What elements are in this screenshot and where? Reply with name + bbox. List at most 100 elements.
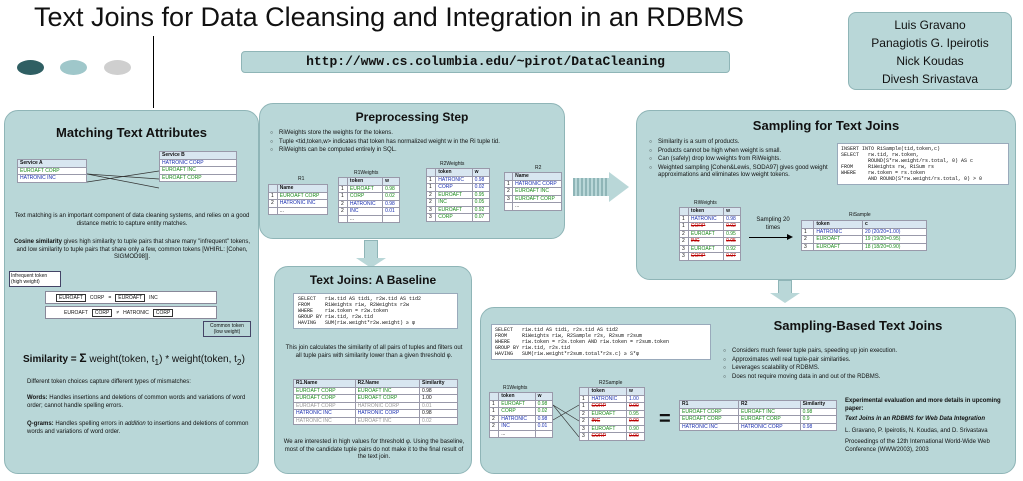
- cell: 0.95: [626, 409, 645, 418]
- token: EUROAFT: [64, 309, 88, 316]
- cell: 0.9: [799, 415, 838, 424]
- cell: EUROAFT: [813, 242, 863, 251]
- sql-line: HAVING SUM(r1w.weight*r2w.weight) ≥ φ: [298, 320, 416, 326]
- cell: 0.95: [723, 229, 741, 238]
- paper-venue: Proceedings of the 12th International Wo…: [845, 439, 990, 453]
- cell: INC: [687, 237, 725, 246]
- cell: 0.98: [799, 422, 838, 431]
- join-lines: [553, 404, 579, 438]
- cell: 0.90: [626, 424, 645, 433]
- qgrams-text: Q-grams: Handles spelling errors in addi…: [27, 421, 252, 436]
- cell: 0.98: [382, 199, 400, 208]
- sampling-arrow-label: Sampling 20 times: [756, 217, 790, 231]
- cell: 0.02: [471, 183, 491, 192]
- author: Nick Koudas: [896, 54, 964, 68]
- cell: HATRONIC INC: [678, 422, 740, 431]
- col-header: R2: [738, 400, 801, 409]
- cell: EUROAFT: [435, 205, 473, 214]
- author: Luis Gravano: [894, 18, 966, 32]
- sql-line: SELECT rw.tid, rw.token,: [841, 152, 920, 158]
- r2-label: R2: [535, 165, 542, 171]
- cell: EUROAFT: [588, 409, 627, 418]
- exp-heading: Experimental evaluation and more details…: [845, 398, 1001, 412]
- infrequent-callout: Infrequent token (high weight): [9, 271, 61, 287]
- panel-title: Preprocessing Step: [355, 110, 469, 124]
- authors-box: Luis Gravano Panagiotis G. Ipeirotis Nic…: [848, 12, 1012, 90]
- cell: 0.01: [418, 401, 459, 410]
- cell: HATRONIC: [435, 175, 473, 184]
- baseline-note: We are interested in high values for thr…: [283, 439, 465, 460]
- cell: 0.98: [382, 184, 400, 193]
- panel-title: Text Joins: A Baseline: [309, 273, 437, 287]
- matching-lines: [87, 170, 159, 189]
- sql-line: FROM R1Weights r1w, R2Sample r2s, R2sum …: [495, 333, 643, 339]
- col-header: token: [346, 177, 384, 186]
- desc: to insertions and deletions of common wo…: [27, 421, 249, 435]
- token: INC: [149, 294, 158, 301]
- cell: CORP: [588, 432, 627, 441]
- col-header: token: [687, 207, 725, 216]
- cell: INC: [435, 198, 473, 207]
- sampling-panel: Sampling for Text Joins Similarity is a …: [636, 110, 1016, 280]
- author: Divesh Srivastava: [881, 72, 979, 86]
- equals-sign: =: [659, 408, 671, 430]
- token: EUROAFT: [115, 293, 146, 302]
- url-banner[interactable]: http://www.cs.columbia.edu/~pirot/DataCl…: [241, 51, 730, 73]
- col-header: w: [471, 168, 491, 177]
- cell: 1.00: [418, 394, 459, 403]
- cell: EUROAFT: [435, 190, 473, 199]
- panel-title: Matching Text Attributes: [56, 125, 207, 140]
- cell: HATRONIC: [813, 227, 863, 236]
- cell: EUROAFT: [346, 184, 384, 193]
- col-header: Similarity: [799, 400, 838, 409]
- cell: EUROAFT INC: [354, 386, 420, 395]
- dot-grey: [104, 60, 131, 75]
- bullet: Does not require moving data in and out …: [723, 374, 983, 382]
- cell: 0.98: [418, 386, 459, 395]
- sbj-sql: SELECT r1w.tid AS tid1, r2s.tid AS tid2 …: [491, 324, 711, 360]
- r1-label: R1: [298, 176, 305, 182]
- cell: HATRONIC INC: [293, 409, 356, 418]
- col-header: w: [723, 207, 741, 216]
- words-text: Words: Handles insertions and deletions …: [27, 395, 252, 410]
- dot-dark: [17, 60, 44, 75]
- cell: HATRONIC INC: [293, 416, 356, 425]
- cell: 0.05: [723, 237, 741, 246]
- cell: 0.98: [723, 214, 741, 223]
- col-header: R2.Name: [354, 379, 420, 388]
- cell: 1.00: [626, 394, 645, 403]
- cell: EUROAFT CORP: [293, 386, 356, 395]
- cell: 0.98: [534, 414, 554, 423]
- right-arrow: [573, 178, 609, 196]
- sql-line: HAVING SUM(r1w.weight*r2sum.total*r2s.c)…: [495, 351, 640, 357]
- cell: 18 (18/20=0.90): [861, 242, 928, 251]
- relation: ≠: [116, 309, 120, 316]
- cell: 0.95: [471, 190, 491, 199]
- cell: EUROAFT INC: [512, 187, 562, 196]
- cell: INC: [346, 207, 384, 216]
- cell: HATRONIC CORP: [738, 422, 801, 431]
- cell: EUROAFT CORP: [678, 407, 740, 416]
- bullet: RiWeights store the weights for the toke…: [270, 130, 560, 138]
- cell: CORP: [687, 222, 725, 231]
- col-header: token: [813, 220, 863, 229]
- service-b-table: Service B HATRONIC CORP EUROAFT INC EURO…: [159, 151, 237, 182]
- desc: gives high similarity to tuple pairs tha…: [16, 239, 251, 260]
- poster-title: Text Joins for Data Cleansing and Integr…: [34, 2, 744, 32]
- sampling-bullets: Similarity is a sum of products. Product…: [649, 139, 834, 181]
- col-header: R1: [678, 400, 740, 409]
- paper-authors: L. Gravano, P. Ipeirotis, N. Koudas, and…: [845, 427, 988, 434]
- cell: 0.05: [471, 198, 491, 207]
- term: Cosine similarity: [13, 239, 62, 245]
- cell: CORP: [498, 407, 536, 416]
- cell: EUROAFT CORP: [354, 394, 420, 403]
- paper-title[interactable]: Text Joins in an RDBMS for Web Data Inte…: [845, 416, 986, 422]
- bullet: Weighted sampling [Cohen&Lewis, SODA97] …: [649, 165, 834, 180]
- baseline-desc: This join calculates the similarity of a…: [285, 345, 463, 359]
